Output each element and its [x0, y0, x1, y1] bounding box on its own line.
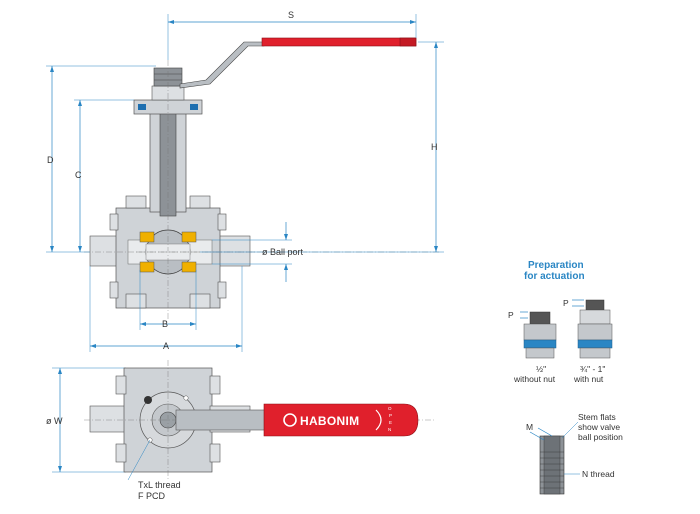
stem-flats-line1: Stem flats: [578, 412, 616, 422]
dim-h-label: H: [431, 142, 438, 152]
stem-flats-line3: ball position: [578, 432, 623, 442]
p-label-large: P: [563, 298, 569, 308]
m-label: M: [526, 422, 533, 432]
open-letter-2: P: [389, 413, 392, 418]
stem-detail: M Stem flats show valve ball position N …: [526, 412, 623, 495]
dimension-lines: S H D C ø Ball port B: [46, 10, 444, 473]
dim-c-label: C: [75, 170, 82, 180]
p-label-small: P: [508, 310, 514, 320]
seat-right-top: [181, 231, 197, 243]
seat-right-bottom: [181, 261, 197, 273]
dim-w-label: ø W: [46, 416, 63, 426]
large-stem-icon: P: [563, 298, 613, 359]
large-note: with nut: [573, 374, 604, 384]
stem-flats-line2: show valve: [578, 422, 620, 432]
small-size: ½": [536, 364, 546, 374]
large-size: ¾" - 1": [580, 364, 605, 374]
dim-ball-port-label: ø Ball port: [262, 247, 304, 257]
seat-left-bottom: [139, 261, 155, 273]
small-stem-icon: P: [508, 310, 557, 359]
prep-title-line1: Preparation: [528, 260, 584, 271]
open-letter-1: O: [388, 406, 392, 411]
side-section-view: [84, 37, 440, 320]
top-view: HABONIM O P E N TxL thread F PCD: [84, 360, 436, 501]
top-handle-grip: [263, 403, 419, 437]
prep-title-line2: for actuation: [524, 271, 585, 282]
preparation-panel: Preparation for actuation P ½" without n…: [508, 260, 613, 384]
open-letter-3: E: [389, 420, 392, 425]
f-pcd-label: F PCD: [138, 491, 166, 501]
dim-a-label: A: [163, 341, 169, 351]
small-note: without nut: [513, 374, 556, 384]
n-thread-label: N thread: [582, 469, 615, 479]
habonim-logo-icon: [283, 413, 297, 427]
seat-left-top: [139, 231, 155, 243]
dim-s-label: S: [288, 10, 294, 20]
open-letter-4: N: [388, 427, 391, 432]
handle-brand: HABONIM: [300, 414, 359, 428]
side-handle-grip: [261, 37, 417, 47]
dim-d-label: D: [47, 155, 54, 165]
dim-b-label: B: [162, 319, 168, 329]
txl-thread-label: TxL thread: [138, 480, 181, 490]
